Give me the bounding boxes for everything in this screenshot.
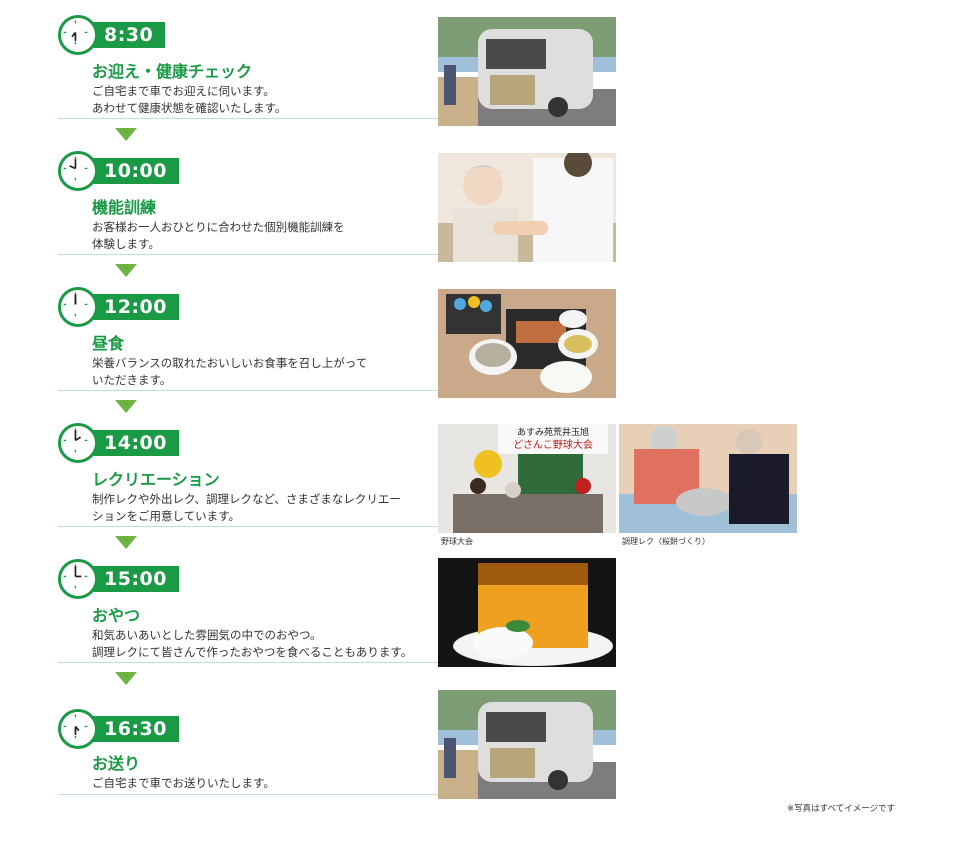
banner-line: あすみ苑荒井玉旭 <box>517 426 589 438</box>
photo-cooking-event <box>619 424 797 533</box>
item-title: お送り <box>92 754 141 773</box>
photo-baseball-event: あすみ苑荒井玉旭 どさんこ野球大会 <box>438 424 616 533</box>
description-line: 和気あいあいとした雰囲気の中でのおやつ。 <box>92 628 322 642</box>
item-description: ご自宅まで車でお送りいたします。 <box>92 775 437 792</box>
description-line: ご自宅まで車でお送りいたします。 <box>92 776 275 790</box>
schedule-item-1000: 10:00 機能訓練 お客様お一人おひとりに合わせた個別機能訓練を 体験します。 <box>0 136 960 277</box>
clock-icon <box>58 559 98 599</box>
time-label: 12:00 <box>86 294 179 320</box>
schedule-item-0830: 8:30 お迎え・健康チェック ご自宅まで車でお迎えに伺います。 あわせて健康状… <box>0 0 960 141</box>
photo-caption: 野球大会 <box>441 537 473 546</box>
clock-icon <box>58 151 98 191</box>
clock-icon <box>58 423 98 463</box>
description-line: 調理レクにて皆さんで作ったおやつを食べることもあります。 <box>92 645 413 659</box>
divider <box>58 526 438 527</box>
schedule-item-1630: 16:30 お送り ご自宅まで車でお送りいたします。 <box>0 690 960 826</box>
clock-icon <box>58 15 98 55</box>
item-title: 昼食 <box>92 334 125 353</box>
description-line: あわせて健康状態を確認いたします。 <box>92 101 287 115</box>
time-label: 14:00 <box>86 430 179 456</box>
schedule-item-1500: 15:00 おやつ 和気あいあいとした雰囲気の中でのおやつ。 調理レクにて皆さん… <box>0 544 960 685</box>
divider <box>58 794 438 795</box>
down-arrow-icon <box>115 264 137 277</box>
item-title: レクリエーション <box>92 470 220 489</box>
down-arrow-icon <box>115 400 137 413</box>
item-title: 機能訓練 <box>92 198 157 217</box>
photo-caption: 調理レク（桜餅づくり） <box>622 537 710 546</box>
item-description: 和気あいあいとした雰囲気の中でのおやつ。 調理レクにて皆さんで作ったおやつを食べ… <box>92 627 437 661</box>
down-arrow-icon <box>115 128 137 141</box>
time-label: 16:30 <box>86 716 179 742</box>
photo-training <box>438 153 616 262</box>
clock-icon <box>58 287 98 327</box>
description-line: ションをご用意しています。 <box>92 509 241 523</box>
footnote: ※写真はすべてイメージです <box>787 804 896 814</box>
description-line: 制作レクや外出レク、調理レクなど、さまざまなレクリエー <box>92 492 401 506</box>
down-arrow-icon <box>115 536 137 549</box>
item-description: 栄養バランスの取れたおいしいお食事を召し上がって いただきます。 <box>92 355 437 389</box>
photo-lunch <box>438 289 616 398</box>
photo-snack-cake <box>438 558 616 667</box>
down-arrow-icon <box>115 672 137 685</box>
clock-icon <box>58 709 98 749</box>
time-label: 15:00 <box>86 566 179 592</box>
divider <box>58 118 438 119</box>
divider <box>58 662 438 663</box>
item-description: お客様お一人おひとりに合わせた個別機能訓練を 体験します。 <box>92 219 437 253</box>
time-label: 10:00 <box>86 158 179 184</box>
description-line: いただきます。 <box>92 373 172 387</box>
banner-line: どさんこ野球大会 <box>513 438 593 451</box>
item-title: おやつ <box>92 606 141 625</box>
divider <box>58 254 438 255</box>
divider <box>58 390 438 391</box>
description-line: 体験します。 <box>92 237 160 251</box>
item-description: ご自宅まで車でお迎えに伺います。 あわせて健康状態を確認いたします。 <box>92 83 437 117</box>
description-line: 栄養バランスの取れたおいしいお食事を召し上がって <box>92 356 368 370</box>
item-description: 制作レクや外出レク、調理レクなど、さまざまなレクリエー ションをご用意しています… <box>92 491 437 525</box>
photo-van-dropoff <box>438 690 616 799</box>
schedule-item-1200: 12:00 昼食 栄養バランスの取れたおいしいお食事を召し上がって いただきます… <box>0 272 960 413</box>
item-title: お迎え・健康チェック <box>92 62 253 81</box>
schedule-item-1400: 14:00 レクリエーション 制作レクや外出レク、調理レクなど、さまざまなレクリ… <box>0 408 960 549</box>
time-label: 8:30 <box>86 22 166 48</box>
description-line: お客様お一人おひとりに合わせた個別機能訓練を <box>92 220 345 234</box>
photo-van-pickup <box>438 17 616 126</box>
description-line: ご自宅まで車でお迎えに伺います。 <box>92 84 275 98</box>
